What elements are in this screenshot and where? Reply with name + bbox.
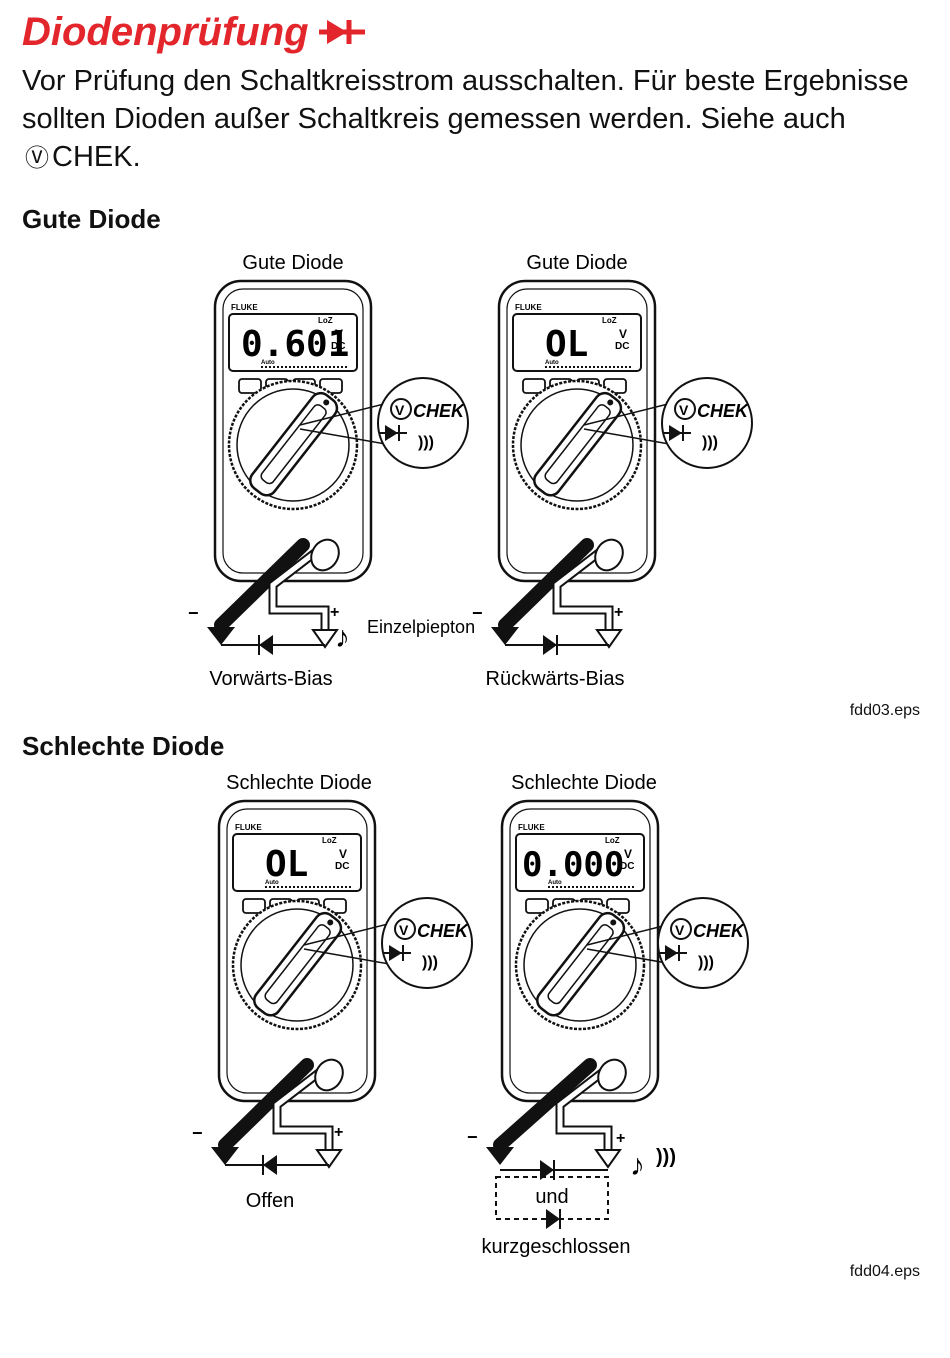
display-reading: 0.601 bbox=[241, 324, 349, 365]
svg-text:))): ))) bbox=[698, 954, 714, 971]
svg-text:+: + bbox=[330, 604, 339, 621]
vchek-icon: Ⓥ bbox=[25, 145, 49, 172]
intro-text: Vor Prüfung den Schaltkreisstrom ausscha… bbox=[22, 65, 909, 135]
svg-text:+: + bbox=[334, 1124, 343, 1141]
brand-logo: FLUKE bbox=[231, 303, 258, 312]
svg-text:−: − bbox=[192, 1123, 203, 1143]
page-title: Diodenprüfung bbox=[22, 8, 367, 56]
svg-text:−: − bbox=[188, 603, 199, 623]
diode-symbol-icon bbox=[318, 20, 365, 44]
display-mode: DC bbox=[620, 861, 634, 872]
display-loz: LoZ bbox=[602, 316, 617, 325]
svg-text:V: V bbox=[399, 922, 409, 938]
chek-label: CHEK bbox=[417, 921, 470, 941]
meter-good-reverse: Gute Diode FLUKE OL LoZ V DC Auto bbox=[472, 252, 753, 690]
figure-name-bad: fdd04.eps bbox=[849, 1263, 920, 1280]
svg-text:))): ))) bbox=[702, 434, 718, 451]
section-heading-good: Gute Diode bbox=[22, 204, 161, 234]
figure-good-diode: Gute Diode FLUKE 0.601 LoZ V DC Auto bbox=[0, 245, 950, 725]
display-auto: Auto bbox=[261, 360, 275, 366]
beep-label: Einzelpiepton bbox=[367, 617, 475, 637]
display-unit: V bbox=[624, 847, 632, 861]
display-reading: 0.000 bbox=[522, 845, 624, 885]
display-mode: DC bbox=[615, 341, 629, 352]
brand-logo: FLUKE bbox=[515, 303, 542, 312]
svg-text:♪: ♪ bbox=[630, 1149, 645, 1182]
meter-caption: Schlechte Diode bbox=[511, 772, 657, 794]
svg-text:))): ))) bbox=[656, 1146, 676, 1168]
intro-chek-text: CHEK. bbox=[52, 141, 141, 173]
svg-text:−: − bbox=[467, 1127, 478, 1147]
meter-caption: Gute Diode bbox=[242, 252, 343, 274]
figure-name-good: fdd03.eps bbox=[849, 702, 920, 719]
meter-caption: Gute Diode bbox=[526, 252, 627, 274]
display-mode: DC bbox=[335, 861, 349, 872]
svg-text:+: + bbox=[614, 604, 623, 621]
svg-text:♪: ♪ bbox=[335, 621, 350, 654]
brand-logo: FLUKE bbox=[235, 823, 262, 832]
display-reading: OL bbox=[545, 324, 588, 365]
svg-text:+: + bbox=[616, 1130, 625, 1147]
bias-label: Rückwärts-Bias bbox=[486, 668, 625, 690]
chek-label: CHEK bbox=[413, 401, 466, 421]
display-auto: Auto bbox=[545, 360, 559, 366]
display-loz: LoZ bbox=[318, 316, 333, 325]
svg-text:−: − bbox=[472, 603, 483, 623]
brand-logo: FLUKE bbox=[518, 823, 545, 832]
svg-text:V: V bbox=[395, 402, 405, 418]
figure-bad-diode: Schlechte Diode FLUKE OL LoZ V DC Auto bbox=[0, 765, 950, 1265]
svg-text:V: V bbox=[675, 922, 685, 938]
display-auto: Auto bbox=[548, 880, 562, 886]
bias-label: Vorwärts-Bias bbox=[209, 668, 332, 690]
svg-text:))): ))) bbox=[422, 954, 438, 971]
result-label: kurzgeschlossen bbox=[482, 1236, 631, 1258]
chek-label: CHEK bbox=[697, 401, 750, 421]
display-unit: V bbox=[619, 327, 627, 341]
display-unit: V bbox=[339, 847, 347, 861]
display-auto: Auto bbox=[265, 880, 279, 886]
and-label: und bbox=[535, 1186, 568, 1208]
svg-text:V: V bbox=[679, 402, 689, 418]
display-unit: V bbox=[335, 327, 343, 341]
display-mode: DC bbox=[331, 341, 345, 352]
section-heading-bad: Schlechte Diode bbox=[22, 731, 225, 761]
meter-bad-short: Schlechte Diode FLUKE 0.000 LoZ V DC Aut… bbox=[467, 772, 749, 1258]
svg-text:))): ))) bbox=[418, 434, 434, 451]
display-reading: OL bbox=[265, 844, 308, 885]
meter-bad-open: Schlechte Diode FLUKE OL LoZ V DC Auto bbox=[192, 772, 473, 1212]
meter-good-forward: Gute Diode FLUKE 0.601 LoZ V DC Auto bbox=[188, 252, 475, 690]
intro-paragraph: Vor Prüfung den Schaltkreisstrom ausscha… bbox=[22, 62, 932, 178]
meter-caption: Schlechte Diode bbox=[226, 772, 372, 794]
chek-label: CHEK bbox=[693, 921, 746, 941]
display-loz: LoZ bbox=[322, 836, 337, 845]
page-title-text: Diodenprüfung bbox=[22, 10, 309, 54]
result-label: Offen bbox=[246, 1190, 295, 1212]
display-loz: LoZ bbox=[605, 836, 620, 845]
